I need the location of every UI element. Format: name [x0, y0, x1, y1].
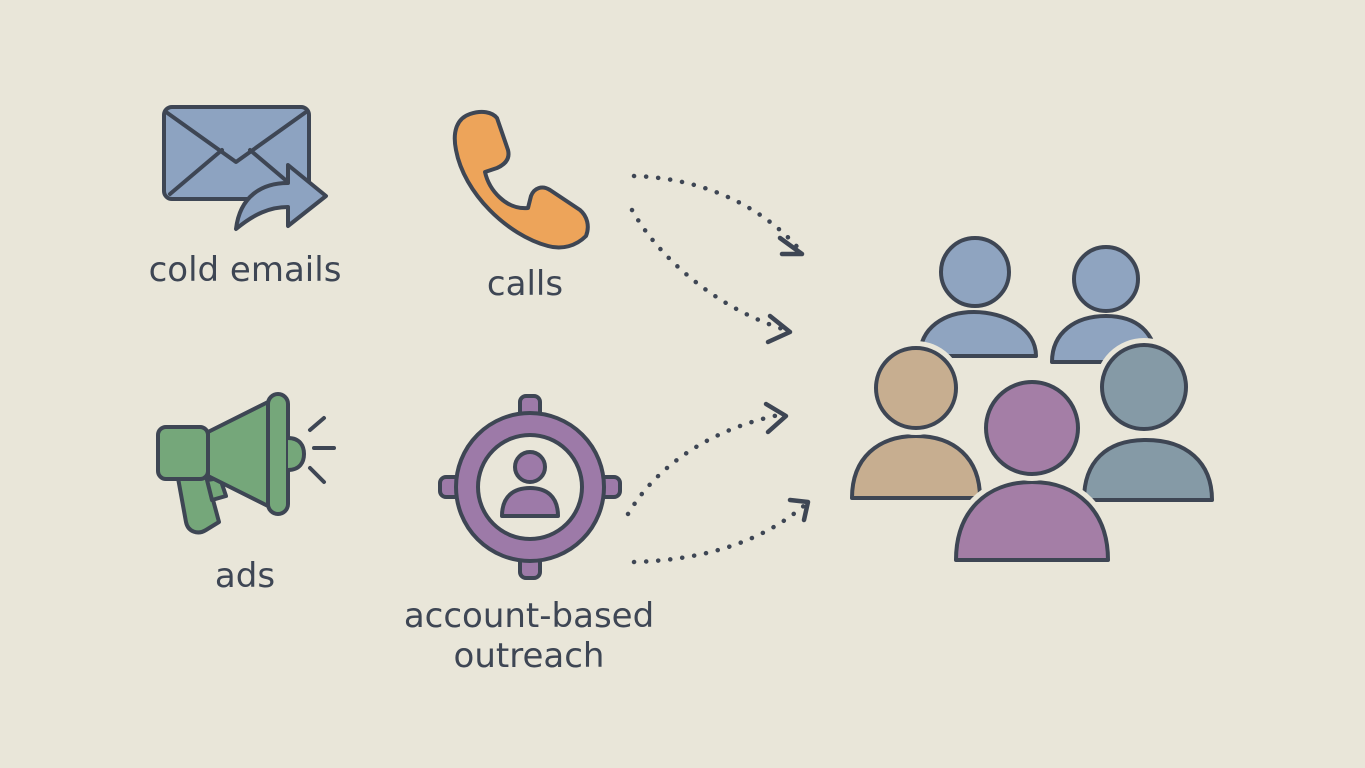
audience-person-front [949, 375, 1115, 567]
audience-person-right [1077, 338, 1219, 507]
label-ads: ads [214, 556, 276, 596]
label-abm-line-1: account-based [403, 596, 655, 636]
label-cold-emails: cold emails [148, 250, 342, 290]
target-person-icon [438, 394, 622, 580]
arrow-calls-to-audience [631, 173, 803, 253]
arrow-ads-to-audience [631, 501, 809, 565]
megaphone-icon [156, 392, 336, 535]
label-calls: calls [486, 264, 564, 304]
audience-person-left [845, 341, 987, 505]
arrow-emails-to-audience [629, 207, 789, 333]
flow-arrows [625, 173, 811, 565]
phone-icon [452, 109, 590, 250]
label-abm-line-2: outreach [453, 636, 605, 676]
arrow-abm-to-audience [625, 411, 787, 517]
people-group-icon [845, 236, 1219, 567]
envelope-send-icon [162, 105, 328, 231]
label-account-based-outreach: account-based outreach [370, 596, 688, 676]
audience-person-back-left [918, 236, 1038, 358]
